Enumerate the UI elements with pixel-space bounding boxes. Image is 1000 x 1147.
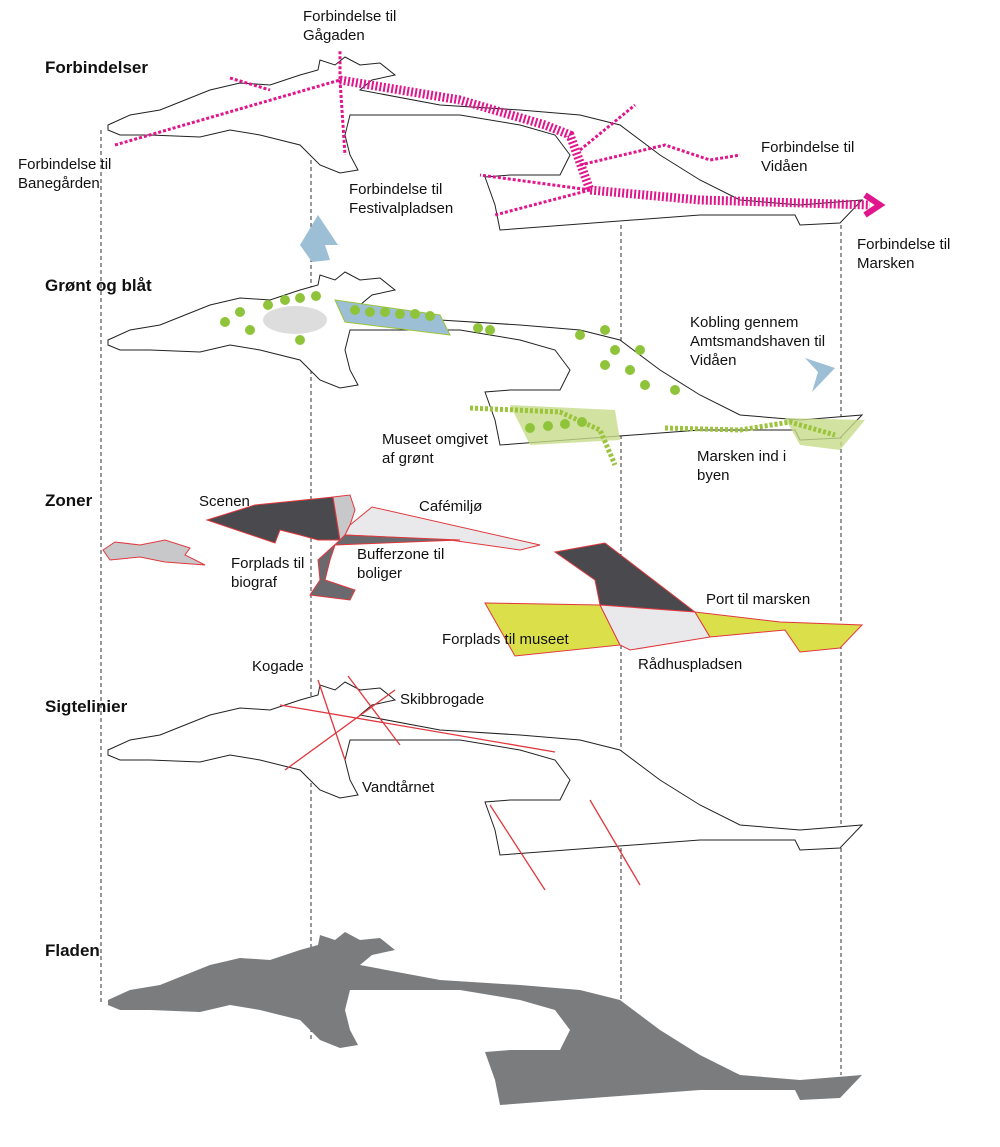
label-radhuspladsen: Rådhuspladsen bbox=[638, 656, 743, 673]
green-area bbox=[510, 405, 865, 450]
label-marsken: Forbindelse til Marsken bbox=[857, 236, 951, 272]
label-festivalpladsen: Forbindelse til Festivalpladsen bbox=[349, 181, 454, 217]
fladen-shape bbox=[108, 932, 862, 1105]
label-scenen: Scenen bbox=[199, 493, 250, 510]
zones bbox=[102, 494, 864, 657]
sigtelinier-outline bbox=[107, 681, 863, 856]
zone-scenen bbox=[205, 496, 341, 544]
plaza-ellipse bbox=[263, 306, 327, 334]
zone-port bbox=[694, 611, 864, 653]
label-port: Port til marsken bbox=[706, 591, 811, 608]
sight-lines bbox=[279, 675, 641, 891]
label-bufferzone: Bufferzone til boliger bbox=[357, 546, 445, 582]
water-arrow-vidaen bbox=[805, 358, 835, 392]
layer-title-zoner: Zoner bbox=[45, 491, 93, 510]
zone-buffer bbox=[309, 534, 461, 601]
zone-left bbox=[102, 539, 206, 566]
label-marsken-byen: Marsken ind i byen bbox=[697, 448, 787, 484]
label-vidaen: Forbindelse til Vidåen bbox=[761, 139, 855, 175]
zone-radhus bbox=[599, 604, 711, 651]
zone-dark-east bbox=[553, 542, 697, 613]
trees bbox=[220, 291, 680, 433]
label-skibbrogade: Skibbrogade bbox=[400, 691, 485, 708]
layer-title-fladen: Fladen bbox=[45, 941, 100, 960]
label-biograf: Forplads til biograf bbox=[231, 555, 305, 591]
layer-title-sigtelinier: Sigtelinier bbox=[45, 697, 128, 716]
label-cafemiljo: Cafémiljø bbox=[419, 498, 483, 515]
forbindelser-outline bbox=[107, 56, 863, 231]
label-museet-gront: Museet omgivet af grønt bbox=[382, 431, 488, 467]
label-kogade: Kogade bbox=[252, 658, 304, 675]
connection-arrows bbox=[114, 50, 886, 218]
water-arrow bbox=[300, 215, 338, 262]
label-kobling: Kobling gennem Amtsmandshaven til Vidåen bbox=[690, 314, 826, 369]
label-gagaden: Forbindelse til Gågaden bbox=[303, 8, 397, 44]
layer-title-forbindelser: Forbindelser bbox=[45, 58, 148, 77]
label-vandtarnet: Vandtårnet bbox=[362, 779, 435, 796]
water-basin bbox=[334, 299, 451, 336]
label-forplads-museet: Forplads til museet bbox=[442, 631, 569, 648]
label-banegarden: Forbindelse til Banegården bbox=[18, 156, 112, 192]
layer-title-gront: Grønt og blåt bbox=[45, 276, 152, 295]
